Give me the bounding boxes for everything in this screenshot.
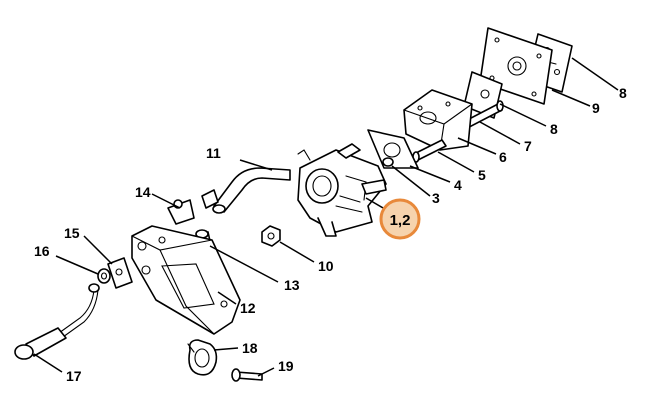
sleeve-small (201, 189, 219, 209)
leader-11 (239, 159, 273, 171)
callout-8b: 8 (550, 121, 558, 137)
callout-10: 10 (318, 258, 334, 274)
callout-13: 13 (284, 277, 300, 293)
callout-14: 14 (135, 184, 151, 200)
leader-18 (213, 347, 239, 351)
leader-8a (571, 57, 619, 91)
part-17-rod-knob (14, 283, 100, 360)
leader-8b (499, 103, 547, 127)
leader-3 (391, 165, 431, 197)
leader-7 (479, 121, 521, 145)
part-16-grommet (97, 268, 111, 284)
callout-11: 11 (206, 145, 221, 161)
leader-19 (257, 367, 275, 377)
leader-6 (457, 137, 497, 155)
callout-18: 18 (242, 340, 258, 356)
callout-16: 16 (34, 243, 50, 259)
leader-4 (409, 165, 451, 183)
callout-1-2: 1,2 (390, 212, 411, 229)
callout-12: 12 (240, 300, 256, 316)
callout-8a: 8 (619, 85, 627, 101)
part-10-nut (261, 225, 281, 247)
callout-9: 9 (592, 100, 600, 116)
callout-4: 4 (454, 177, 462, 193)
leader-15 (83, 235, 113, 265)
leader-9 (551, 89, 591, 107)
carburetor-body (297, 143, 387, 237)
leader-10 (279, 241, 315, 263)
part-4-gasket (367, 129, 419, 169)
part-15-gasket (107, 257, 133, 289)
callout-17: 17 (66, 368, 82, 384)
highlight-callout-circle (379, 198, 421, 240)
part-11-fuel-hose (212, 167, 291, 214)
leader-17 (33, 353, 63, 373)
callout-19: 19 (278, 358, 294, 374)
callout-6: 6 (499, 149, 507, 165)
part-6-flange-block (403, 89, 473, 151)
leader-13 (209, 245, 279, 283)
callout-15: 15 (64, 225, 80, 241)
leader-5 (437, 151, 475, 173)
callout-3: 3 (432, 190, 440, 206)
part-18-clip (187, 339, 218, 376)
callout-7: 7 (524, 138, 532, 154)
leader-16 (55, 255, 99, 275)
part-19-screw (231, 368, 263, 382)
leader-14 (151, 193, 181, 209)
part-12-housing (131, 225, 241, 335)
part-3-washer (382, 157, 394, 167)
callout-5: 5 (478, 167, 486, 183)
leader-12 (217, 291, 237, 305)
